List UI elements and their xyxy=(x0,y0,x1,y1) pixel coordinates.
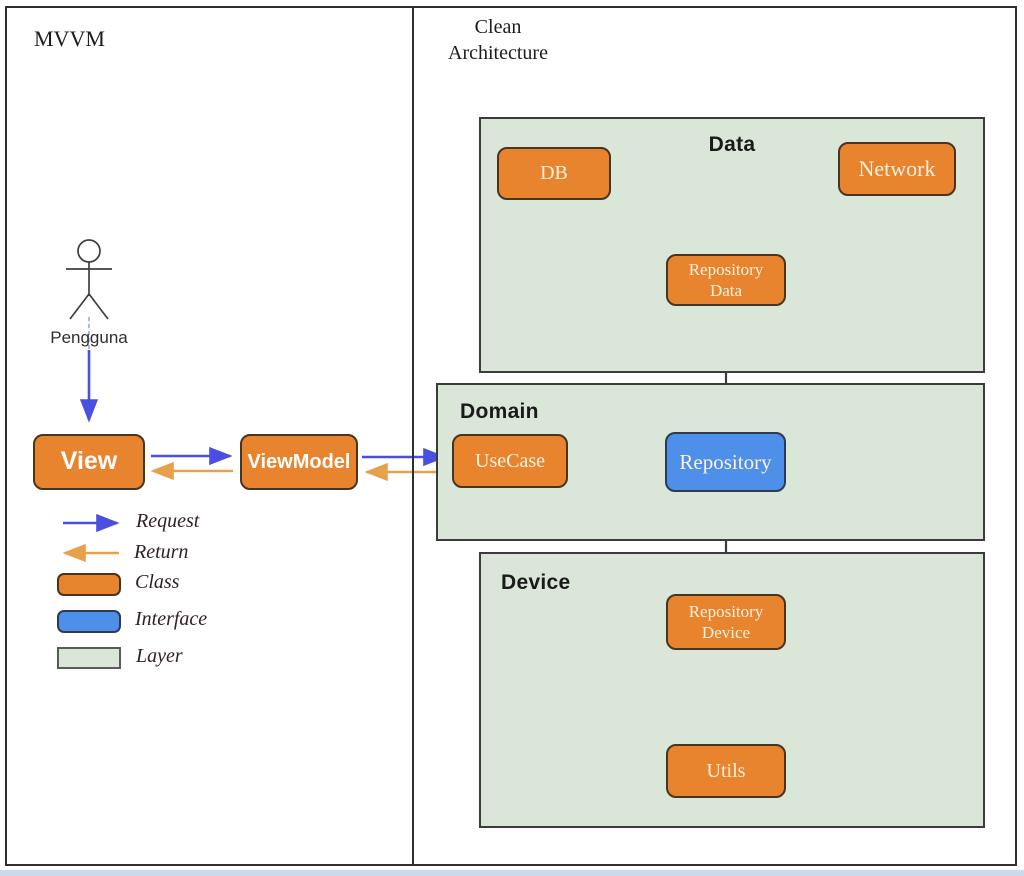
clean-architecture-section-title: Clean Architecture xyxy=(448,16,548,64)
network-node: Network xyxy=(838,142,956,196)
mvvm-section-title: MVVM xyxy=(34,26,105,51)
legend-request-label: Request xyxy=(136,510,200,532)
utils-node: Utils xyxy=(666,744,786,798)
legend-layer-swatch xyxy=(57,647,121,669)
db-node: DB xyxy=(497,147,611,200)
legend-class-swatch xyxy=(57,573,121,596)
repository-data-node: Repository Data xyxy=(666,254,786,306)
repository-device-node: Repository Device xyxy=(666,594,786,650)
usecase-node: UseCase xyxy=(452,434,568,488)
viewmodel-node: ViewModel xyxy=(240,434,358,490)
view-node: View xyxy=(33,434,145,490)
section-divider xyxy=(412,6,414,866)
actor-label: Pengguna xyxy=(50,328,128,347)
domain-layer-label: Domain xyxy=(460,400,539,423)
legend-interface-label: Interface xyxy=(135,608,208,630)
data-layer-label: Data xyxy=(708,133,756,156)
legend-class-label: Class xyxy=(135,571,180,593)
user-actor-icon xyxy=(66,239,112,320)
window-edge-strip xyxy=(0,870,1024,876)
legend-layer-label: Layer xyxy=(136,645,183,667)
repository-interface-node: Repository xyxy=(665,432,786,492)
legend-interface-swatch xyxy=(57,610,121,633)
legend-return-label: Return xyxy=(134,541,189,563)
device-layer-label: Device xyxy=(501,571,571,594)
